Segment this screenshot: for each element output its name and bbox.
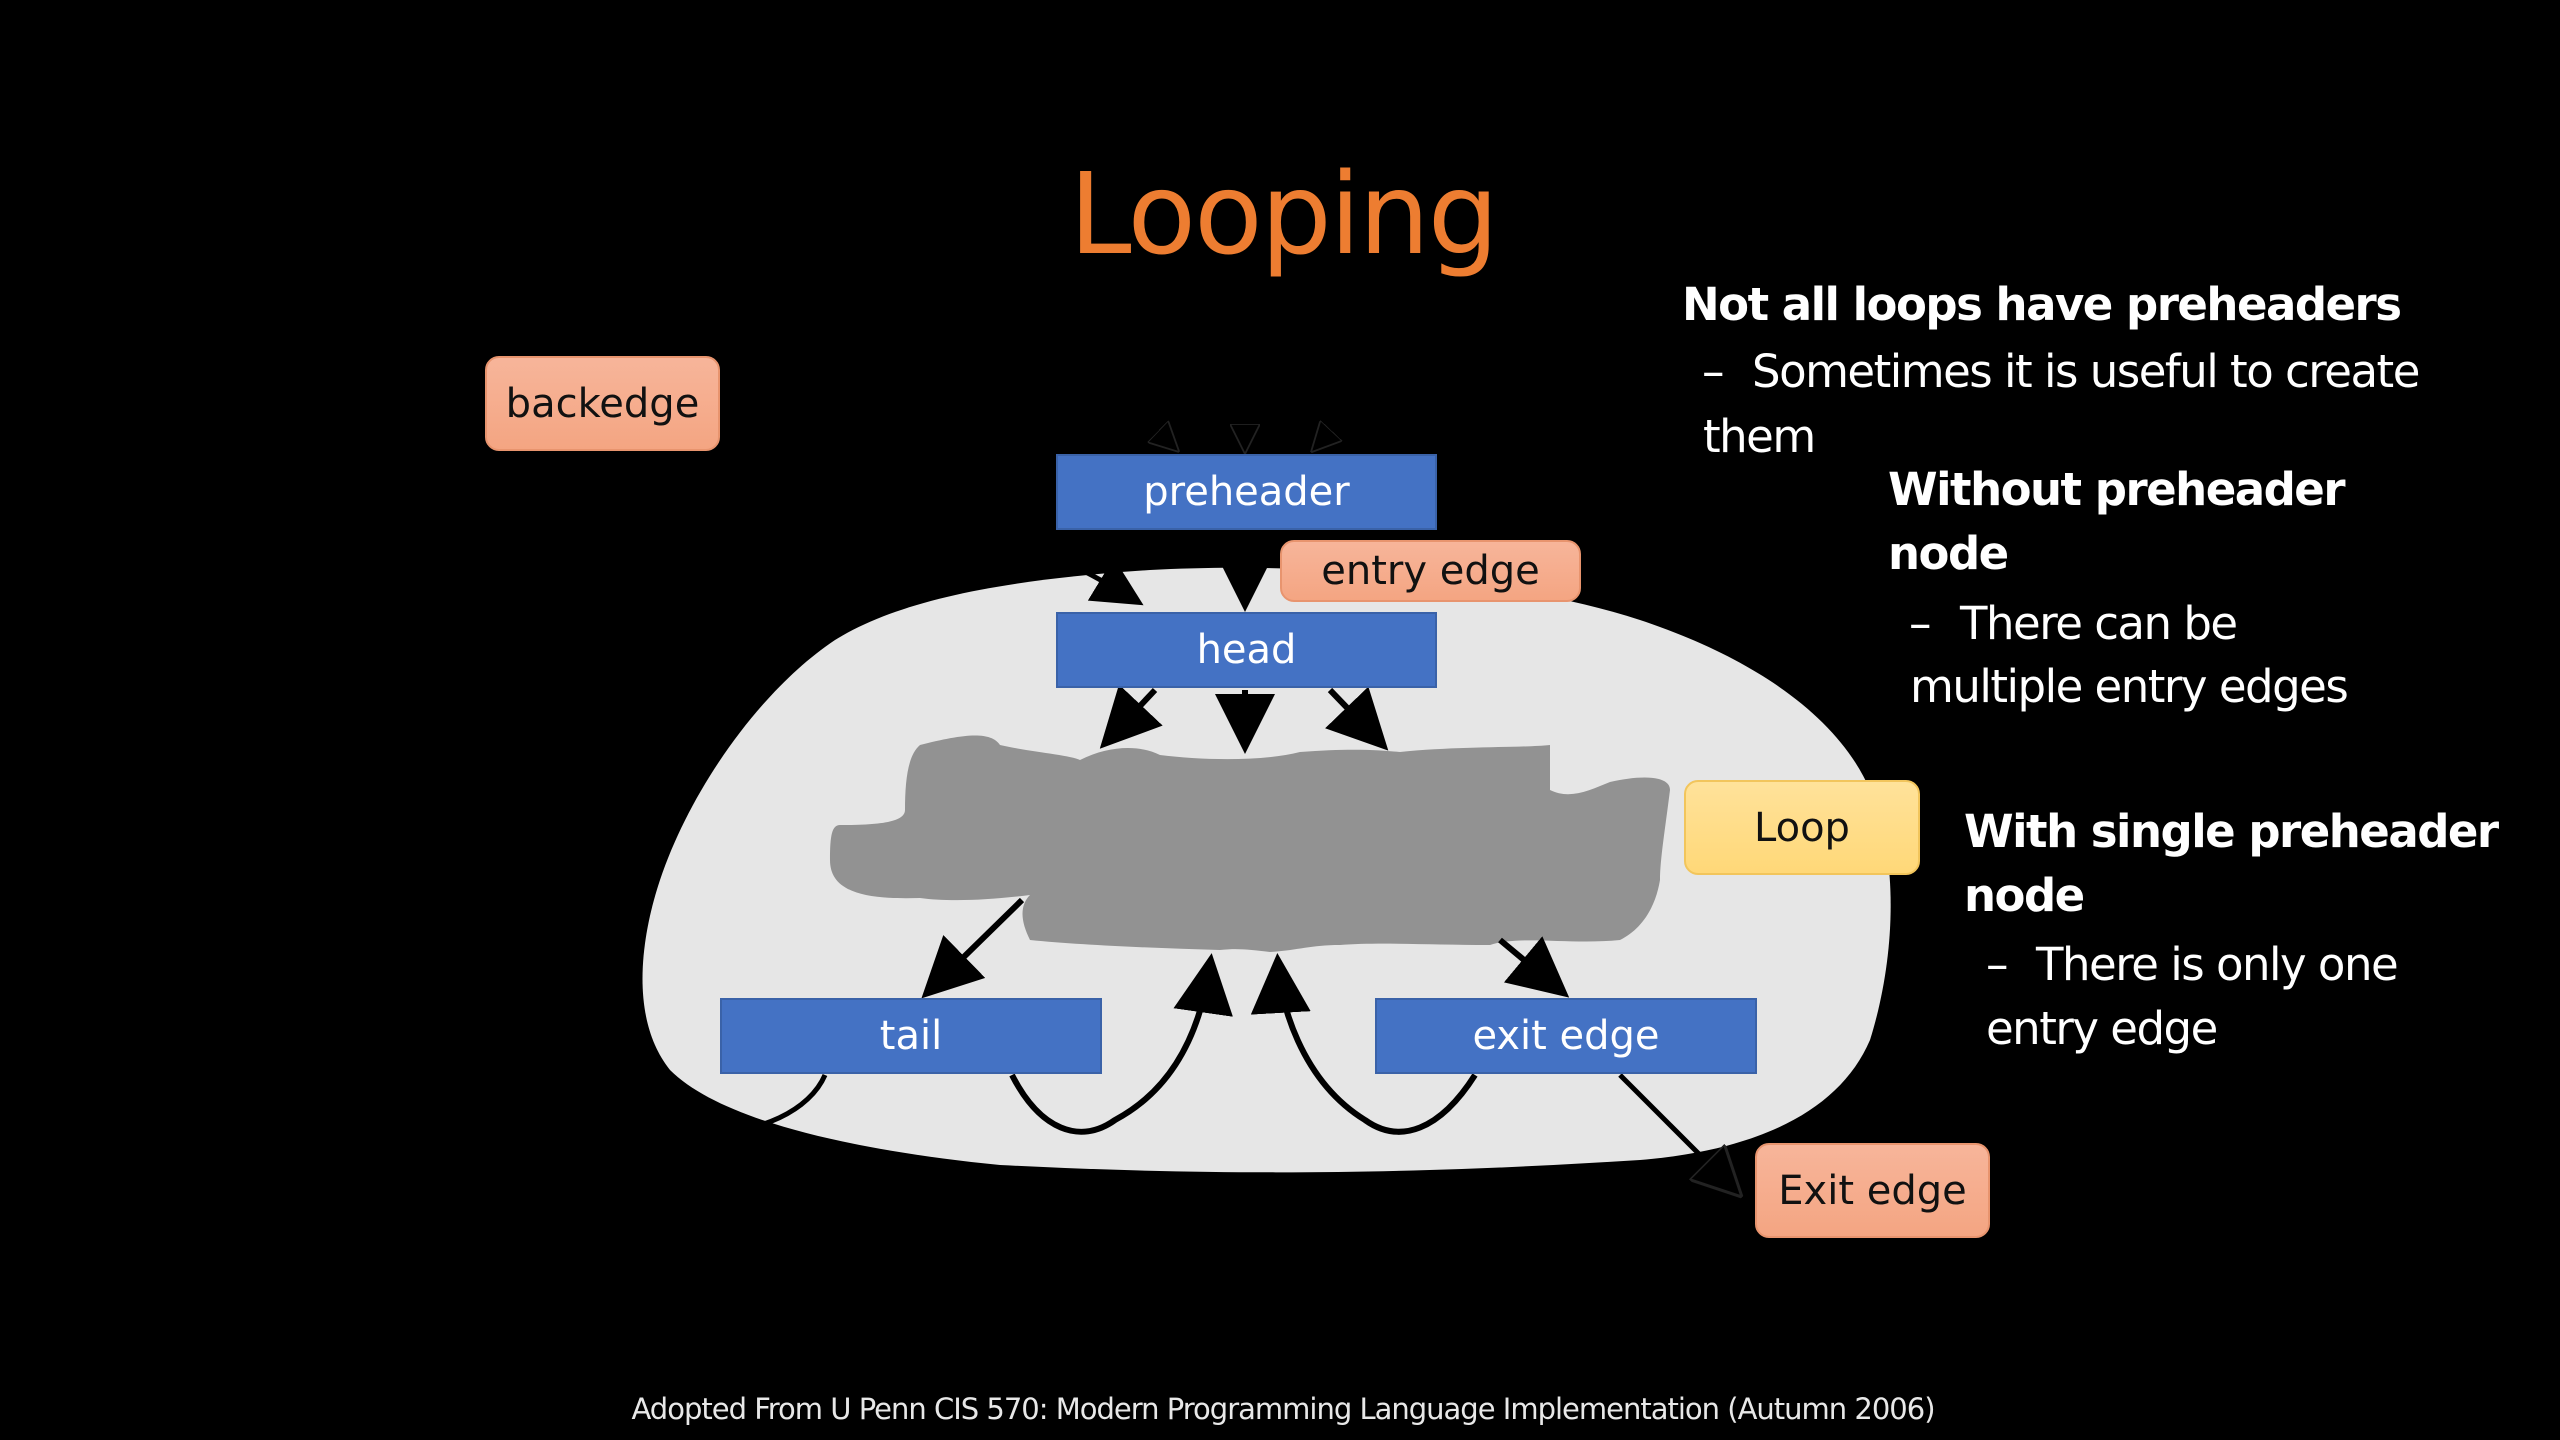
exit-edge-callout: Exit edge <box>1755 1143 1990 1238</box>
body-to-exit-arrow <box>1498 936 1570 998</box>
note-bullet-only-one-entry: There is only one <box>2036 938 2399 991</box>
loop-body-cloud <box>830 735 1670 952</box>
backedge-callout: backedge <box>485 356 720 451</box>
backedge-arrow <box>519 465 1144 1135</box>
incoming-arrow-right <box>1315 398 1362 448</box>
body-to-tail-arrow <box>921 897 1025 999</box>
exit-edge-callout-label: Exit edge <box>1778 1167 1967 1214</box>
loop-callout: Loop <box>1684 780 1920 875</box>
incoming-arrow-left <box>1123 398 1175 448</box>
note-heading-without-preheader: Without preheader <box>1888 463 2346 516</box>
note-heading-single-preheader: With single preheader <box>1964 805 2499 858</box>
tail-label: tail <box>879 1013 943 1059</box>
head-label: head <box>1196 627 1297 673</box>
exit-to-body-arrow <box>1250 953 1478 1135</box>
exit-edge-node: exit edge <box>1375 998 1757 1074</box>
note-dash-1: – <box>1702 345 1725 398</box>
note-dash-2: – <box>1909 597 1932 650</box>
note-bullet-multiple-entry-cont: multiple entry edges <box>1910 660 2349 713</box>
preheader-label: preheader <box>1143 469 1350 515</box>
tail-to-body-arrow <box>1009 953 1233 1135</box>
slide-title: Looping <box>1069 150 1499 280</box>
entry-edge-callout: entry edge <box>1280 540 1581 602</box>
head-node: head <box>1056 612 1437 688</box>
head-to-body-right <box>1325 686 1389 751</box>
note-heading-single-preheader-cont: node <box>1964 869 2085 922</box>
loop-callout-label: Loop <box>1754 804 1850 851</box>
tail-node: tail <box>720 998 1102 1074</box>
backedge-callout-label: backedge <box>505 380 700 427</box>
entry-edge-callout-label: entry edge <box>1321 548 1540 594</box>
note-heading-without-preheader-cont: node <box>1888 527 2009 580</box>
note-bullet-only-one-entry-cont: entry edge <box>1986 1002 2218 1055</box>
note-dash-3: – <box>1986 938 2009 991</box>
note-bullet-sometimes-cont: them <box>1703 410 1816 463</box>
exit-edge-arrow <box>1618 1073 1735 1190</box>
exit-edge-node-label: exit edge <box>1472 1013 1660 1059</box>
head-to-body-left <box>1099 684 1163 749</box>
slide-footer-citation: Adopted From U Penn CIS 570: Modern Prog… <box>631 1392 1935 1426</box>
note-bullet-multiple-entry: There can be <box>1960 597 2238 650</box>
note-bullet-sometimes: Sometimes it is useful to create <box>1752 345 2420 398</box>
preheader-node: preheader <box>1056 454 1437 530</box>
note-heading-not-all-loops: Not all loops have preheaders <box>1682 278 2402 331</box>
